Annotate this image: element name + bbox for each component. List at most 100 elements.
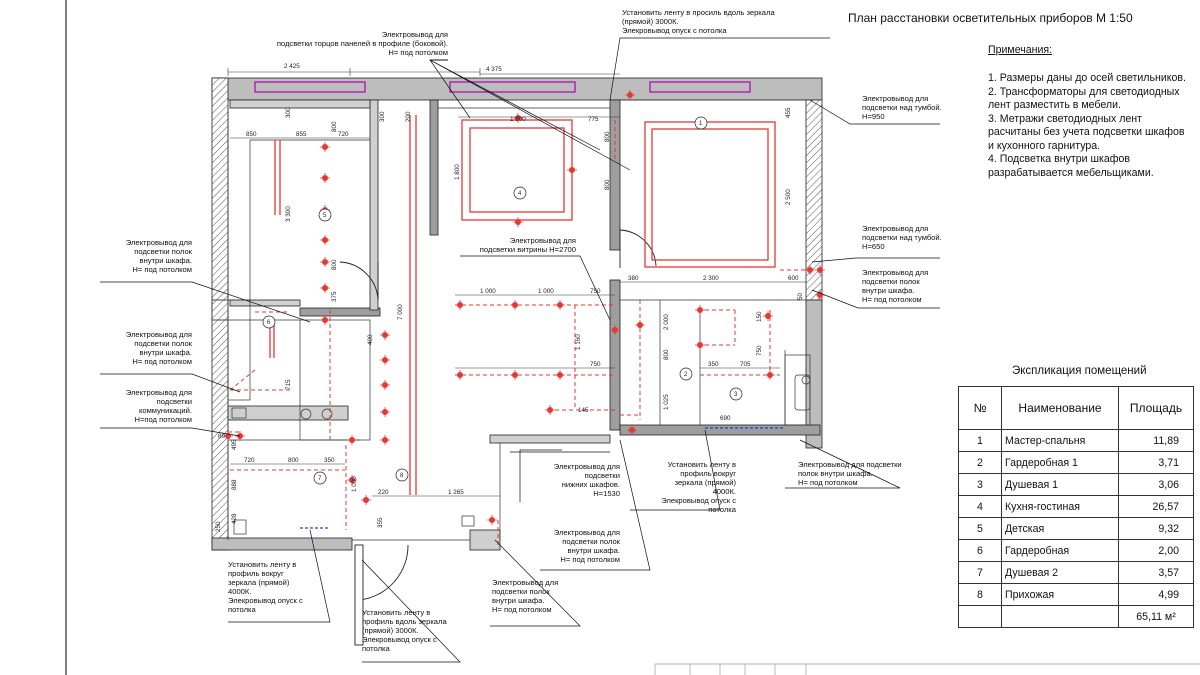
- dim-label: 2 500: [785, 189, 792, 205]
- callout-line: Электровывод для: [553, 462, 620, 471]
- callout-line: 4000К.: [228, 587, 252, 596]
- cell-area: 9,32: [1118, 517, 1194, 540]
- cell-name: Детская: [1001, 517, 1119, 540]
- cell-area: 26,57: [1118, 495, 1194, 518]
- dim-label: 145: [578, 407, 589, 414]
- dim-label: 2 300: [703, 275, 719, 282]
- cell-number: 4: [958, 495, 1002, 518]
- callout-line: внутри шкафа.: [139, 348, 192, 357]
- dim-label: 775: [588, 116, 599, 123]
- callout-line: Элекровывод опуск с: [661, 496, 736, 505]
- callout-line: H= под потолком: [862, 295, 922, 304]
- notes-line: 1. Размеры даны до осей светильников.: [988, 72, 1186, 84]
- cell-area: 3,57: [1118, 561, 1194, 584]
- dim-label: 800: [331, 121, 338, 132]
- callout-line: подсветки: [156, 397, 192, 406]
- dim-label: 800: [604, 179, 611, 190]
- cell-name: Мастер-спальня: [1001, 429, 1119, 452]
- dim-label: 220: [378, 489, 389, 496]
- callout-line: внутри шкафа.: [862, 286, 915, 295]
- cell-number: 6: [958, 539, 1002, 562]
- dim-label: 380: [628, 275, 639, 282]
- dim-label: 855: [296, 131, 307, 138]
- dim-label: 300: [379, 111, 386, 122]
- callout-line: 4000К.: [712, 487, 736, 496]
- col-header-area: Площадь: [1118, 386, 1194, 430]
- dim-label: 600: [788, 275, 799, 282]
- callout-line: H= под потолком: [132, 265, 192, 274]
- spotlight-cross-icon: [320, 257, 330, 267]
- callout-nightstand-950: Электровывод для подсветки над тумбой. H…: [862, 94, 942, 121]
- callout-line: подсветки: [584, 471, 620, 480]
- leader-lines: [100, 37, 940, 663]
- spotlight-cross-icon: [555, 370, 565, 380]
- callout-line: H=под потолком: [134, 415, 192, 424]
- callout-shelves-hall: Электровывод для подсветки полок внутри …: [540, 528, 620, 564]
- cell-area: 11,89: [1118, 429, 1194, 452]
- dim-label: 750: [590, 361, 601, 368]
- callout-line: нижних шкафов.: [561, 480, 620, 489]
- callout-line: Установить ленту в просиль вдоль зеркала: [622, 8, 775, 17]
- cell-number: 8: [958, 583, 1002, 606]
- callout-line: Электровывод для: [125, 238, 192, 247]
- spotlight-cross-icon: [320, 173, 330, 183]
- dim-label: 375: [331, 291, 338, 302]
- callout-panel-ends: Электровывод для подсветки торцов панеле…: [262, 30, 448, 57]
- spotlight-cross-icon: [320, 315, 330, 325]
- callout-line: H=950: [862, 112, 885, 121]
- spotlight-cross-icon: [805, 265, 815, 275]
- dim-label: 400: [367, 334, 374, 345]
- dim-label: 1 000: [538, 288, 554, 295]
- callout-line: Электровывод для: [553, 528, 620, 537]
- notes-line: расчитаны без учета подсветки шкафов: [988, 126, 1185, 138]
- cell-number: 7: [958, 561, 1002, 584]
- title-block-ticks: [654, 664, 807, 675]
- cell-number: 2: [958, 451, 1002, 474]
- callout-mirror-hall: Установить ленту в профиль вдоль зеркала…: [362, 608, 447, 653]
- spotlight-cross-icon: [815, 265, 825, 275]
- callout-line: подсветки полок: [862, 277, 920, 286]
- callout-line: H=1530: [593, 489, 620, 498]
- room-number-4: 4: [518, 191, 522, 197]
- callout-line: профиль вокруг: [228, 569, 284, 578]
- cell-number: 3: [958, 473, 1002, 496]
- col-header-number: №: [958, 386, 1002, 430]
- callout-line: подсветки над тумбой.: [862, 233, 942, 242]
- callout-line: Элекровывод опуск с: [362, 635, 437, 644]
- cell-name: Гардеробная: [1001, 539, 1119, 562]
- room-number-3: 3: [734, 392, 738, 398]
- dim-label: 300: [285, 107, 292, 118]
- spotlight-cross-icon: [455, 300, 465, 310]
- callout-line: внутри шкафа.: [492, 596, 545, 605]
- dim-label: 1 160: [575, 334, 582, 350]
- spotlight-cross-icon: [695, 305, 705, 315]
- dim-label: 495: [231, 439, 238, 450]
- spotlight-cross-icon: [223, 431, 233, 441]
- callout-shelves-left-1: Электровывод для подсветки полок внутри …: [100, 238, 192, 274]
- callout-line: потолка: [228, 605, 256, 614]
- callout-line: потолка: [708, 505, 736, 514]
- spotlight-cross-icon: [627, 425, 637, 435]
- callout-line: (прямой) 3000К.: [362, 626, 419, 635]
- dim-label: 150: [756, 311, 763, 322]
- spotlight-cross-icon: [347, 435, 357, 445]
- callout-mirror-profile: Установить ленту в просиль вдоль зеркала…: [622, 8, 775, 35]
- cell-area: 4,99: [1118, 583, 1194, 606]
- cell-name: Кухня-гостиная: [1001, 495, 1119, 518]
- spotlight-cross-icon: [361, 495, 371, 505]
- light-fixtures: [223, 90, 825, 525]
- spotlight-cross-icon: [625, 90, 635, 100]
- spotlight-cross-icon: [380, 435, 390, 445]
- cell-name: Душевая 1: [1001, 473, 1119, 496]
- callout-line: Электровывод для: [381, 30, 448, 39]
- dim-label: 1 265: [448, 489, 464, 496]
- dim-label: 1 800: [454, 164, 461, 180]
- spotlight-cross-icon: [380, 330, 390, 340]
- notes-line: лент разместить в мебели.: [988, 99, 1121, 111]
- cell-empty: [958, 605, 1002, 628]
